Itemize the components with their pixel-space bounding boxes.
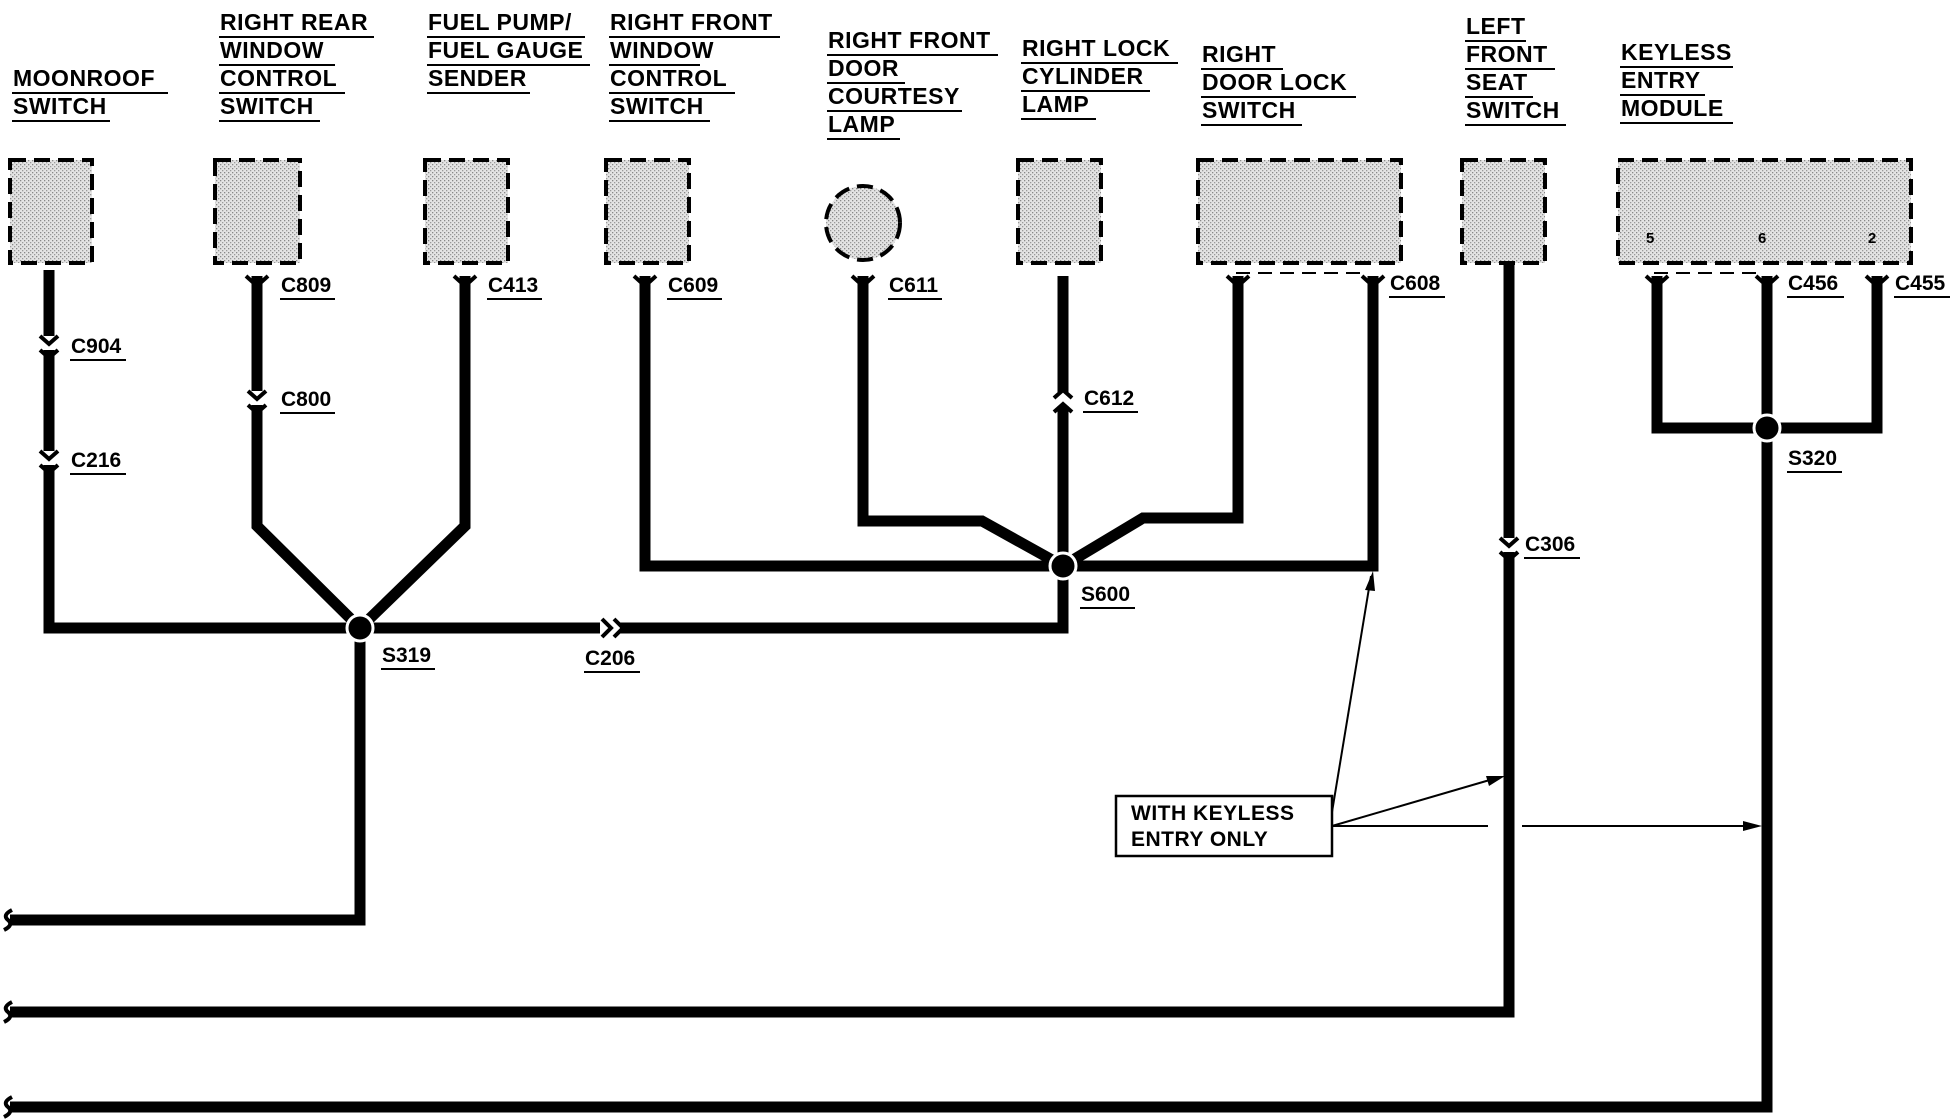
right-rear-window-control-switch-box <box>213 158 302 265</box>
label-line: MODULE <box>1621 95 1724 121</box>
connector-c609-label: C609 <box>668 274 718 297</box>
connector-c904-label: C904 <box>71 335 122 358</box>
keyless-entry-note: WITH KEYLESS ENTRY ONLY <box>1114 571 1762 858</box>
wire-courtesy-lamp <box>857 276 1066 571</box>
label-line: RIGHT LOCK <box>1022 35 1170 61</box>
label-line: WINDOW <box>220 37 324 63</box>
right-lock-cylinder-lamp-box <box>1016 158 1103 265</box>
fuel-pump-fuel-gauge-sender-box <box>423 158 510 265</box>
connector-c611-label: C611 <box>889 274 938 297</box>
label-line: FUEL GAUGE <box>428 37 583 63</box>
wire-moonroof <box>43 270 360 634</box>
label-line: RIGHT <box>1202 41 1276 67</box>
label-line: DOOR LOCK <box>1202 69 1347 95</box>
connector-c456-label: C456 <box>1788 272 1838 295</box>
splice-s320-label: S320 <box>1788 447 1837 470</box>
pin-2: 2 <box>1868 230 1876 247</box>
wire-front-window <box>639 276 1063 572</box>
keyless-entry-module-box <box>1616 158 1913 265</box>
label-line: SWITCH <box>610 93 704 119</box>
connector-c612-label: C612 <box>1084 387 1134 410</box>
note-line: ENTRY ONLY <box>1131 828 1268 851</box>
label-line: COURTESY <box>828 83 960 109</box>
label-line: KEYLESS <box>1621 39 1732 65</box>
label-line: RIGHT FRONT <box>610 9 773 35</box>
note-line: WITH KEYLESS <box>1131 802 1295 825</box>
label-line: SEAT <box>1466 69 1528 95</box>
splice-s319-label: S319 <box>382 644 431 667</box>
wires <box>10 262 1883 1113</box>
connector-c216-label: C216 <box>71 449 121 472</box>
connector-c809-label: C809 <box>281 274 331 297</box>
right-lock-cylinder-lamp-label: RIGHT LOCK CYLINDER LAMP <box>1021 35 1178 120</box>
terminal-pins <box>244 274 1890 289</box>
wire-door-lock-b <box>1063 276 1379 572</box>
label-line: RIGHT REAR <box>220 9 368 35</box>
connector-c455-label: C455 <box>1895 272 1946 295</box>
label-line: RIGHT FRONT <box>828 27 991 53</box>
moonroof-switch-box <box>8 158 94 265</box>
connector-c206-label: C206 <box>585 647 635 670</box>
wire-continuation-hooks <box>3 908 13 1119</box>
splice-s600-label: S600 <box>1081 583 1130 606</box>
label-line: SWITCH <box>1202 97 1296 123</box>
label-line: CONTROL <box>220 65 337 91</box>
note-box <box>1114 794 1334 858</box>
label-line: DOOR <box>828 55 899 81</box>
label-line: FRONT <box>1466 41 1548 67</box>
wire-fuel-pump <box>356 276 471 632</box>
label-line: MOONROOF <box>13 65 155 91</box>
label-line: CONTROL <box>610 65 727 91</box>
right-door-lock-switch-label: RIGHT DOOR LOCK SWITCH <box>1201 41 1356 126</box>
label-line: CYLINDER <box>1022 63 1144 89</box>
pin-5: 5 <box>1646 230 1654 247</box>
label-line: LAMP <box>828 111 895 137</box>
right-rear-window-control-switch-label: RIGHT REAR WINDOW CONTROL SWITCH <box>219 9 374 122</box>
connector-c306-label: C306 <box>1525 533 1575 556</box>
splice-s600-dot <box>1048 551 1078 581</box>
right-front-window-control-switch-box <box>604 158 691 265</box>
left-front-seat-switch-label: LEFT FRONT SEAT SWITCH <box>1465 13 1566 126</box>
left-front-seat-switch-box <box>1460 158 1547 265</box>
label-line: SWITCH <box>1466 97 1560 123</box>
right-door-lock-switch-box <box>1196 158 1403 265</box>
splice-s320-dot <box>1752 413 1782 443</box>
label-line: ENTRY <box>1621 67 1701 93</box>
wire-s319-down <box>10 628 366 926</box>
label-line: SWITCH <box>13 93 107 119</box>
label-line: LEFT <box>1466 13 1526 39</box>
moonroof-switch-label: MOONROOF SWITCH <box>12 65 168 122</box>
wire-keyless-main <box>10 276 1773 1113</box>
inline-connectors <box>38 334 1520 639</box>
connector-labels: C904 C216 C809 C800 C413 C609 C611 C612 … <box>70 272 1950 673</box>
wire-rear-window <box>251 276 364 632</box>
wire-seat-switch <box>10 262 1515 1018</box>
fuel-pump-fuel-gauge-sender-label: FUEL PUMP/ FUEL GAUGE SENDER <box>427 9 590 94</box>
label-line: SENDER <box>428 65 527 91</box>
keyless-entry-module-label: KEYLESS ENTRY MODULE <box>1620 39 1733 124</box>
right-front-door-courtesy-lamp-bulb <box>824 184 902 262</box>
label-line: SWITCH <box>220 93 314 119</box>
pin-6: 6 <box>1758 230 1766 247</box>
connector-c413-label: C413 <box>488 274 538 297</box>
wire-door-lock-a <box>1060 276 1244 571</box>
label-line: WINDOW <box>610 37 714 63</box>
right-front-window-control-switch-label: RIGHT FRONT WINDOW CONTROL SWITCH <box>609 9 780 122</box>
splice-s319-dot <box>345 613 375 643</box>
connector-c800-label: C800 <box>281 388 331 411</box>
wire-s319-to-s600 <box>360 566 1069 634</box>
label-line: FUEL PUMP/ <box>428 9 572 35</box>
connector-c608-label: C608 <box>1390 272 1441 295</box>
right-front-door-courtesy-lamp-label: RIGHT FRONT DOOR COURTESY LAMP <box>827 27 998 140</box>
label-line: LAMP <box>1022 91 1089 117</box>
